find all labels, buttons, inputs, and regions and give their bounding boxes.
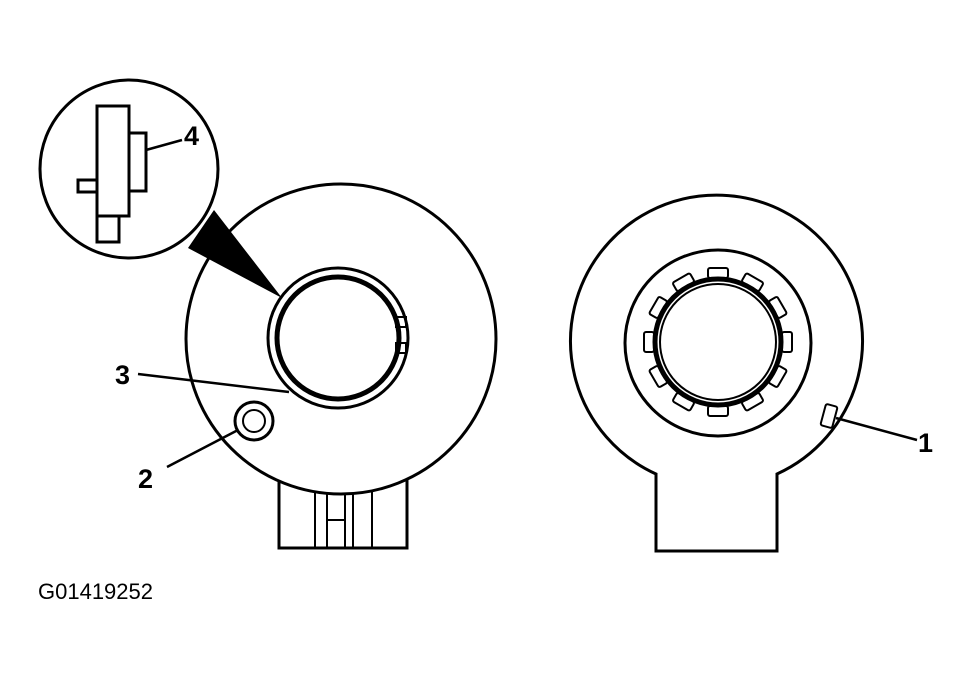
- leader-3: [137, 372, 290, 394]
- leader-2: [166, 428, 239, 469]
- leader-4: [145, 138, 183, 152]
- right-bore-tabs: [643, 267, 793, 417]
- left-bore: [266, 266, 410, 410]
- detail-inset: [38, 78, 282, 298]
- leader-1: [835, 416, 918, 442]
- right-bore: [652, 276, 784, 408]
- figure-id: G01419252: [38, 579, 153, 604]
- left-component: [184, 182, 498, 550]
- callout-3: 3: [115, 360, 130, 390]
- inset-part: [76, 104, 148, 244]
- callout-4: 4: [184, 121, 199, 151]
- right-component: [569, 193, 864, 553]
- inset-pointer: [188, 210, 282, 298]
- callout-2: 2: [138, 464, 153, 494]
- right-small-tab: [819, 403, 839, 429]
- callout-1: 1: [918, 428, 933, 458]
- left-small-hole: [233, 400, 275, 442]
